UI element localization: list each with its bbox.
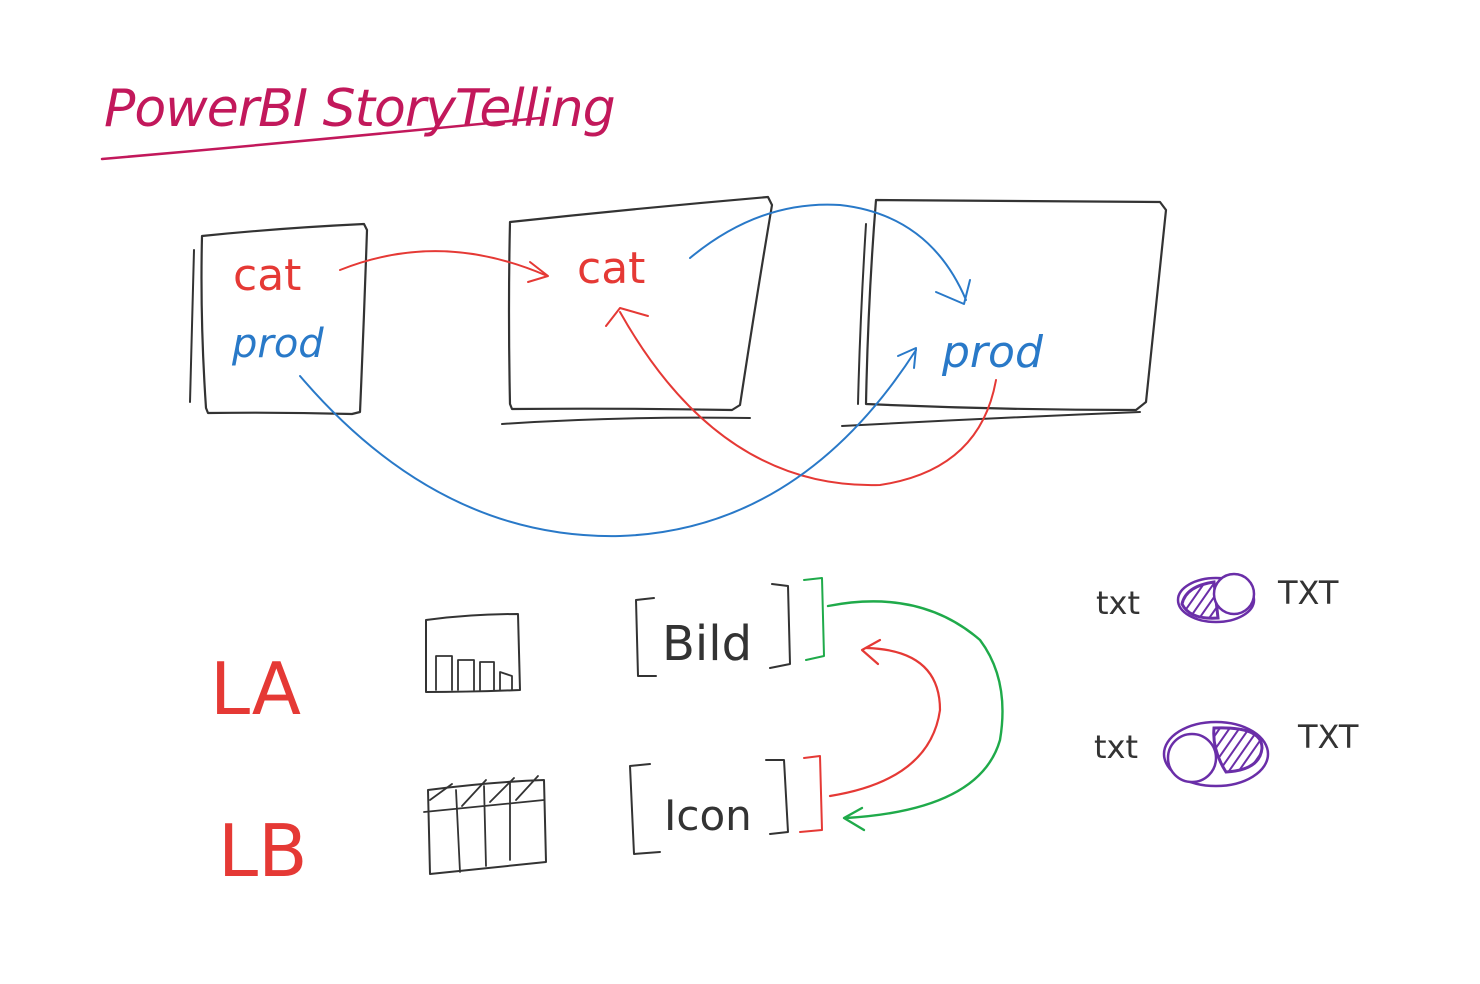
report-page-2: cat bbox=[501, 195, 774, 425]
title-group: PowerBI StoryTelling bbox=[100, 79, 616, 161]
report-page-1: cat prod bbox=[189, 222, 369, 416]
bar-chart-icon bbox=[425, 613, 521, 693]
title-underline bbox=[100, 116, 542, 161]
page-title: PowerBI StoryTelling bbox=[104, 79, 615, 139]
toggle2-left-label: txt bbox=[1094, 728, 1138, 766]
report-page-3: prod bbox=[841, 198, 1168, 427]
drillthrough-arrows bbox=[299, 203, 997, 538]
bild-label: Bild bbox=[662, 616, 752, 672]
toggle1-left-label: txt bbox=[1096, 584, 1140, 622]
icon-bookmark: Icon bbox=[629, 755, 823, 855]
toggle-switch-1: txt TXT bbox=[1096, 572, 1339, 624]
box2-cat-label: cat bbox=[577, 243, 645, 294]
box1-prod-label: prod bbox=[231, 321, 324, 367]
layer-a-label: LA bbox=[210, 647, 301, 731]
layer-b-label: LB bbox=[218, 809, 308, 893]
bild-bookmark: Bild bbox=[635, 577, 825, 677]
box1-cat-label: cat bbox=[233, 250, 301, 301]
box3-prod-label: prod bbox=[941, 327, 1044, 378]
toggle1-right-label: TXT bbox=[1277, 574, 1339, 612]
toggle2-right-label: TXT bbox=[1297, 718, 1359, 756]
toggle-switch-2: txt TXT bbox=[1094, 718, 1359, 788]
table-icon bbox=[423, 775, 547, 875]
toggle-arrows bbox=[826, 600, 1004, 832]
icon-label: Icon bbox=[664, 791, 752, 840]
